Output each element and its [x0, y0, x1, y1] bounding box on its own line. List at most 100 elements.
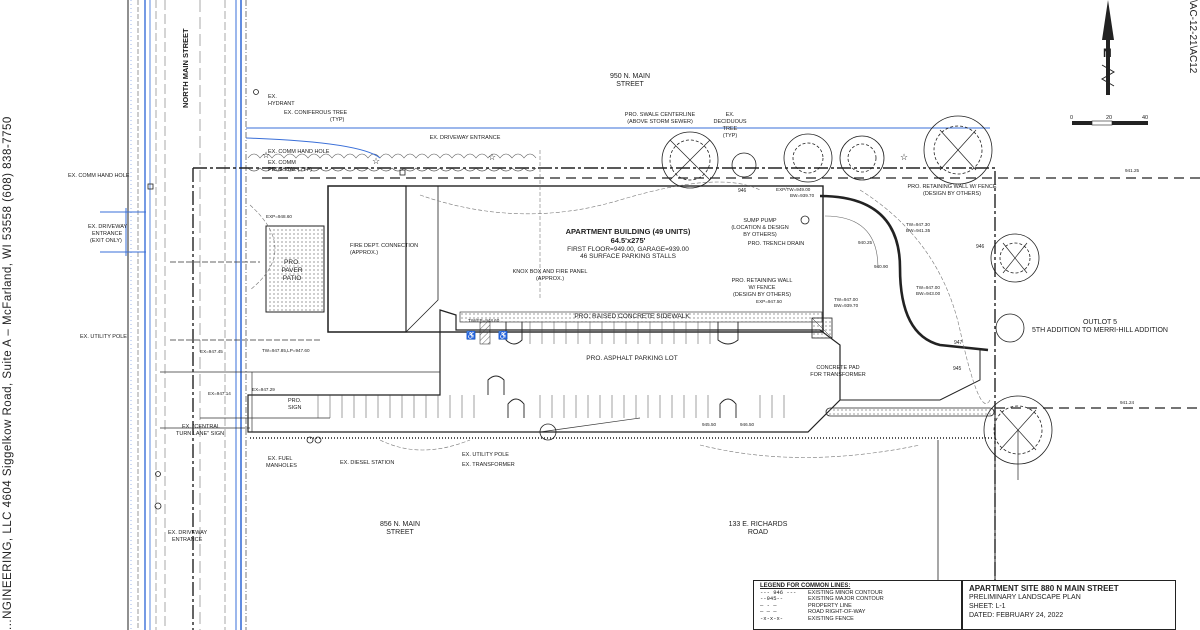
utility-pole-bot: EX. UTILITY POLE: [462, 452, 509, 458]
contour-lines: [249, 150, 991, 458]
contour-941-25: 941.25: [1125, 168, 1139, 173]
retaining-wall-inner: [824, 215, 879, 269]
driveway-exit-3: (EXIT ONLY): [90, 238, 122, 244]
paver-3: PATIO: [283, 275, 302, 282]
address-856-line2: STREET: [386, 529, 414, 536]
pro-sign-2: SIGN: [288, 405, 301, 411]
svg-text:☆: ☆: [372, 156, 380, 166]
title-block: APARTMENT SITE 880 N MAIN STREET PRELIMI…: [962, 580, 1176, 630]
conif-1: EX. CONIFEROUS TREE: [284, 110, 347, 116]
contour-946b: 946: [976, 244, 985, 250]
svg-text:♿: ♿: [498, 330, 508, 340]
elev-e8: BW=939.70: [790, 193, 815, 198]
driveway-bot-1: EX. DRIVEWAY: [168, 530, 207, 536]
fuel-1: EX. FUEL: [268, 456, 292, 462]
hatched-ramp: [479, 321, 491, 345]
comm-pedestal-1: EX. COMM: [268, 160, 296, 166]
knox-1: KNOX BOX AND FIRE PANEL: [513, 269, 588, 275]
elev-e10: BW=941.35: [906, 228, 931, 233]
elev-e2: EX=947.45: [200, 349, 223, 354]
north-arrow: N: [1101, 0, 1115, 95]
paver-patio: [265, 225, 325, 313]
outlot-line2: 5TH ADDITION TO MERRI-HILL ADDITION: [1032, 327, 1168, 334]
contour-941-24: 941.24: [1120, 400, 1134, 405]
north-symbol: N: [1103, 46, 1112, 60]
bldg-label-2: 64.5'x275': [611, 236, 646, 245]
elev-e18: 945.50: [702, 422, 716, 427]
decid-3: TREE: [723, 126, 738, 132]
utility-pole-left: EX. UTILITY POLE: [80, 334, 127, 340]
svg-text:☆: ☆: [488, 152, 496, 162]
driveway-entrance-label: EX. DRIVEWAY ENTRANCE: [430, 135, 501, 141]
swale-2: (ABOVE STORM SEWER): [627, 119, 693, 125]
decid-4: (TYP): [723, 133, 738, 139]
hydrant-2: HYDRANT: [268, 101, 295, 107]
legend-text: ROAD RIGHT-OF-WAY: [808, 609, 866, 616]
legend-row: --945-- EXISTING MAJOR CONTOUR: [760, 596, 955, 603]
elev-e19: 946.50: [740, 422, 754, 427]
elev-e12: BW=943.00: [916, 291, 941, 296]
bldg-label-1: APARTMENT BUILDING (49 UNITS): [566, 227, 691, 236]
building-outline-bump: [405, 185, 439, 333]
elev-e16: TW=947.00: [834, 297, 858, 302]
legend-text: PROPERTY LINE: [808, 602, 852, 609]
retwall-mid-2: W/ FENCE: [749, 285, 776, 291]
paver-1: PRO.: [284, 259, 300, 266]
sump-1: SUMP PUMP: [743, 218, 777, 224]
raised-sidewalk: [459, 311, 823, 323]
elevation-labels: EXP=948.60 EX=947.45 TW=947.85,LP=947.60…: [200, 168, 1139, 427]
bldg-label-4: 46 SURFACE PARKING STALLS: [580, 253, 677, 260]
apartment-building: [327, 185, 824, 333]
retwall-mid-3: (DESIGN BY OTHERS): [733, 292, 791, 298]
legend-row: --- 946 ---EXISTING MINOR CONTOUR: [760, 590, 955, 597]
legend-symbol: --- 946 ---: [760, 589, 797, 596]
elev-e11: TW=947.00: [916, 285, 940, 290]
pro-sign-1: PRO.: [288, 398, 302, 404]
elev-e7: EXP/TW=949.00: [776, 187, 811, 192]
accessible-stalls-icons: ♿♿: [466, 330, 508, 340]
fdc-2: (APPROX.): [350, 250, 378, 256]
contour-945: 945: [953, 366, 962, 372]
east-curb: [840, 350, 981, 401]
legend-symbol: -x-x-x-: [760, 615, 784, 622]
turn-lane-1: EX. "CENTRAL: [182, 424, 220, 430]
legend-symbol: — — —: [760, 609, 777, 616]
decid-1: EX.: [726, 112, 735, 118]
driveway-exit-2: ENTRANCE: [92, 231, 123, 237]
legend-symbol: — - —: [760, 602, 777, 609]
elev-e4: EX=947.29: [252, 387, 275, 392]
scale-tick-40: 40: [1142, 115, 1148, 121]
legend-row: -x-x-x-EXISTING FENCE: [760, 616, 955, 623]
parking-stalls-top: [529, 322, 711, 344]
paver-2: PAVER: [281, 267, 302, 274]
scale-tick-20: 20: [1106, 115, 1112, 121]
east-walk-strip: [825, 407, 995, 417]
scale-bar: 0 20 40: [1070, 115, 1148, 126]
driveway-exit-1: EX. DRIVEWAY: [88, 224, 127, 230]
sheet-number: SHEET: L-1: [969, 603, 1006, 610]
site-symbols: [147, 89, 810, 510]
driveway-entrance-top2: [245, 137, 381, 159]
svg-text:♿: ♿: [466, 330, 476, 340]
svg-text:☆: ☆: [262, 150, 270, 160]
elev-e6: TW/EP=948.60: [468, 318, 500, 323]
sump-2: (LOCATION & DESIGN: [731, 225, 788, 231]
elev-e14: 940.90: [874, 264, 888, 269]
project-subtitle: PRELIMINARY LANDSCAPE PLAN: [969, 594, 1081, 601]
transformer: EX. TRANSFORMER: [462, 462, 515, 468]
legend-symbol: --945--: [760, 596, 784, 603]
legend-row: — — — ROAD RIGHT-OF-WAY: [760, 609, 955, 616]
contour-947: 947: [954, 340, 963, 346]
scale-tick-0: 0: [1070, 115, 1073, 121]
hydrant-1: EX.: [268, 94, 277, 100]
address-133-line2: ROAD: [748, 529, 768, 536]
outlot-line1: OUTLOT 5: [1083, 319, 1117, 326]
retwall-mid-1: PRO. RETAINING WALL: [732, 278, 793, 284]
sheet-date: DATED: FEBRUARY 24, 2022: [969, 612, 1064, 619]
legend-text: EXISTING MAJOR CONTOUR: [808, 596, 884, 603]
parking-islands: [487, 322, 739, 418]
svg-text:☆: ☆: [900, 152, 908, 162]
hedge-stars: ☆ ☆ ☆ ☆: [262, 150, 908, 166]
project-title: APARTMENT SITE 880 N MAIN STREET: [969, 584, 1119, 593]
